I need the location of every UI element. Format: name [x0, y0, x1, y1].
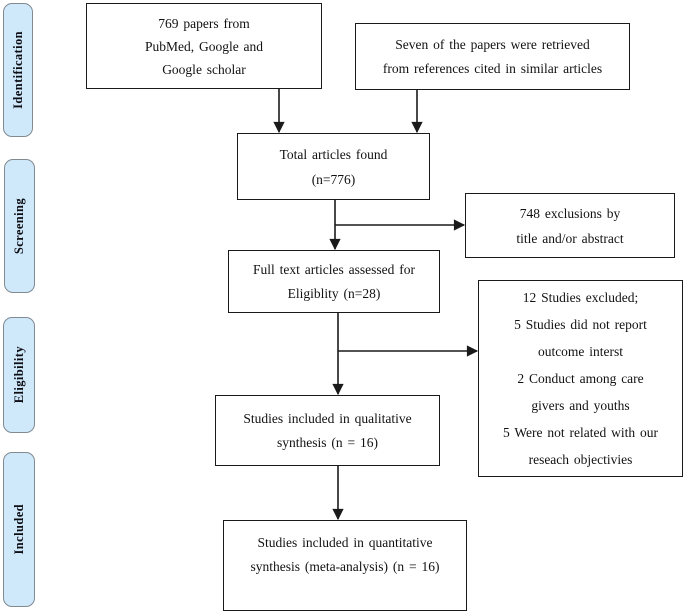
box-quantitative-synthesis: Studies included in quantitative synthes… — [223, 520, 467, 611]
box-qualitative-synthesis: Studies included in qualitative synthesi… — [215, 395, 440, 466]
text-line: 769 papers from — [158, 15, 250, 31]
stage-included-label: Included — [11, 504, 26, 555]
box-papers-from-references: Seven of the papers were retrieved from … — [355, 23, 630, 90]
stage-eligibility: Eligibility — [3, 317, 35, 433]
box-full-text-assessed: Full text articles assessed for Eligibli… — [228, 250, 440, 313]
text-line: synthesis (n = 16) — [277, 434, 378, 450]
stage-identification: Identification — [3, 3, 33, 137]
text-line: Studies included in quantitative — [257, 535, 433, 550]
text-line: Studies included in qualitative — [243, 410, 412, 426]
box-exclusions-title-abstract: 748 exclusions by title and/or abstract — [465, 193, 675, 258]
text-line: 5 Were not related with our — [503, 425, 658, 440]
text-line: Eligiblity (n=28) — [287, 285, 381, 301]
text-line: 12 Studies excluded; — [522, 290, 639, 305]
stage-screening-label: Screening — [12, 197, 26, 255]
stage-screening: Screening — [4, 159, 35, 293]
text-line: 5 Studies did not report — [514, 317, 647, 332]
text-line: title and/or abstract — [516, 230, 624, 246]
text-line: Seven of the papers were retrieved — [395, 36, 590, 52]
text-line: synthesis (meta-analysis) (n = 16) — [250, 559, 440, 574]
text-line: PubMed, Google and — [144, 38, 264, 54]
text-line: Total articles found — [279, 146, 388, 162]
box-studies-excluded: 12 Studies excluded; 5 Studies did not r… — [478, 280, 683, 477]
text-line: outcome interst — [537, 344, 624, 359]
box-papers-identified: 769 papers from PubMed, Google and Googl… — [86, 3, 322, 89]
text-line: reseach objectivies — [528, 452, 633, 467]
text-line: Full text articles assessed for — [253, 261, 415, 277]
text-line: Google scholar — [162, 61, 246, 77]
text-line: (n=776) — [311, 171, 356, 187]
box-total-articles-found: Total articles found (n=776) — [237, 133, 430, 200]
stage-identification-label: Identification — [10, 31, 25, 109]
text-line: 2 Conduct among care — [517, 371, 644, 386]
text-line: 748 exclusions by — [519, 205, 621, 221]
stage-eligibility-label: Eligibility — [11, 346, 26, 404]
text-line: from references cited in similar article… — [382, 60, 603, 76]
stage-included: Included — [3, 452, 35, 607]
text-line: givers and youths — [531, 398, 630, 413]
